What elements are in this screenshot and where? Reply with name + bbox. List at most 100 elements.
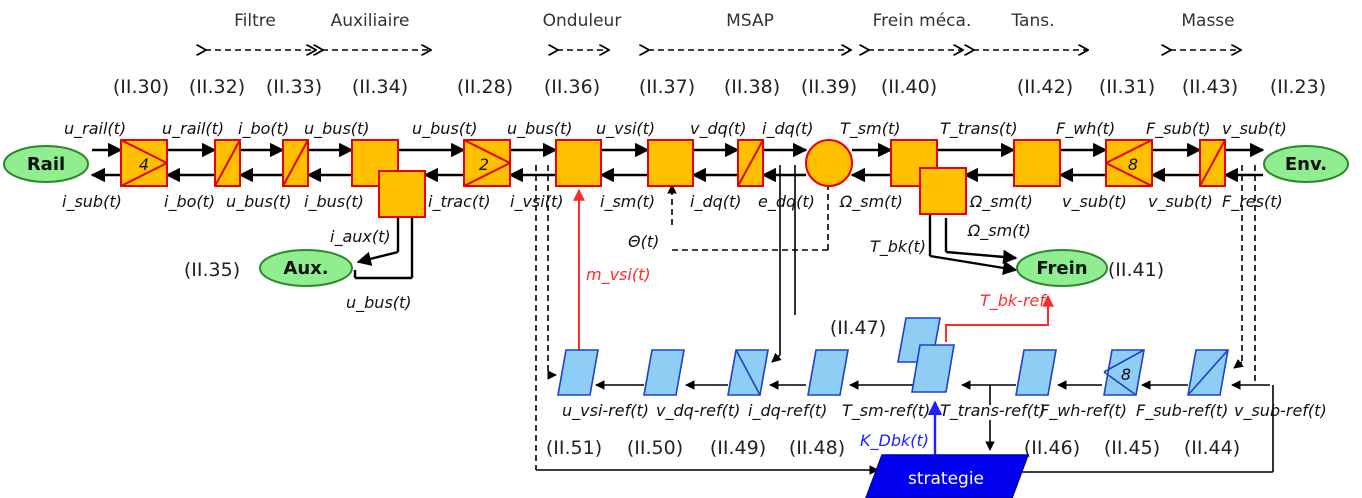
eq-ref: (II.37) xyxy=(639,76,695,98)
eq-ref: (II.36) xyxy=(544,76,600,98)
eq-ref: (II.46) xyxy=(1024,437,1080,459)
signal-label: Θ(t) xyxy=(628,232,659,251)
section-auxiliaire: Auxiliaire xyxy=(331,11,410,31)
eq-ref: (II.30) xyxy=(113,76,169,98)
eq-ref: (II.34) xyxy=(352,76,408,98)
control-block-transmission xyxy=(1015,349,1057,396)
signal-label: i_aux(t) xyxy=(330,227,391,247)
signal-label: i_dq(t) xyxy=(762,119,814,139)
eq-ref: (II.31) xyxy=(1099,76,1155,98)
rail-source xyxy=(3,145,89,183)
aux-coupling-block-b xyxy=(378,170,426,218)
signal-label: v_dq(t) xyxy=(690,119,747,139)
signal-label: u_bus(t) xyxy=(226,192,292,212)
power-chain-links xyxy=(90,142,1265,280)
eq-ref: (II.51) xyxy=(546,437,602,459)
eq-ref: (II.45) xyxy=(1104,437,1160,459)
section-trans: Tans. xyxy=(1010,11,1054,31)
control-signal-labels: m_vsi(t) T_bk-ref u_vsi-ref(t) v_dq-ref(… xyxy=(562,265,1327,451)
eq-ref: (II.42) xyxy=(1017,76,1073,98)
signal-label: T_trans(t) xyxy=(940,119,1018,139)
brake-coupling-block-b xyxy=(919,167,967,215)
strategy-block xyxy=(865,454,1030,498)
env-label: Env. xyxy=(1285,154,1327,175)
signal-label: v_sub(t) xyxy=(1148,192,1213,212)
signal-labels-bottom: i_sub(t) i_bo(t) u_bus(t) i_bus(t) i_tra… xyxy=(62,192,1283,313)
mass-gear-block xyxy=(1105,139,1153,187)
control-ratio-8: 8 xyxy=(1121,365,1131,384)
measurement-lines xyxy=(535,165,1274,477)
signal-label: u_rail(t) xyxy=(64,119,126,139)
eq-ref: (II.39) xyxy=(801,76,857,98)
signal-label: u_rail(t) xyxy=(162,119,224,139)
eq-ref: (II.47) xyxy=(830,317,886,339)
signal-label: v_sub(t) xyxy=(1222,119,1287,139)
signal-label: Ω_sm(t) xyxy=(969,192,1033,212)
eq-ref: (II.43) xyxy=(1182,76,1238,98)
signal-label: F_res(t) xyxy=(1222,192,1283,212)
signal-label: u_bus(t) xyxy=(412,119,478,139)
control-signal-label: F_wh-ref(t) xyxy=(1040,401,1127,421)
eq-ref: (II.35) xyxy=(184,259,240,281)
control-signal-label: v_dq-ref(t) xyxy=(656,401,740,421)
signal-label: i_vsi(t) xyxy=(510,192,563,212)
control-signal-label: T_trans-ref(t) xyxy=(940,401,1046,421)
eq-ref: (II.40) xyxy=(881,76,937,98)
strategy-label: strategie xyxy=(908,469,984,489)
control-signal-label: T_sm-ref(t) xyxy=(842,401,930,421)
inverter-block xyxy=(555,139,602,187)
signal-label: u_bus(t) xyxy=(346,293,412,313)
aux-source xyxy=(259,249,353,287)
signal-labels-top: u_rail(t) u_rail(t) i_bo(t) u_bus(t) u_b… xyxy=(64,119,1287,139)
signal-label: Ω_sm(t) xyxy=(839,192,903,212)
msap-electromech-circle xyxy=(805,139,853,187)
signal-label: F_wh(t) xyxy=(1056,119,1115,139)
aux-label: Aux. xyxy=(283,258,328,279)
signal-label: u_vsi(t) xyxy=(596,119,655,139)
frein-source xyxy=(1016,249,1108,287)
section-msap: MSAP xyxy=(726,11,774,31)
control-chain-links xyxy=(573,188,1270,470)
section-frein-meca: Frein méca. xyxy=(873,11,972,31)
control-block-voltage xyxy=(643,349,685,396)
equation-references-side: (II.35) (II.41) (II.47) xyxy=(184,259,1164,339)
signal-label: i_sub(t) xyxy=(62,192,122,212)
ratio-8: 8 xyxy=(1128,155,1138,174)
ratio-2: 2 xyxy=(479,155,489,174)
eq-ref: (II.23) xyxy=(1270,76,1326,98)
equation-references-top: (II.30) (II.32) (II.33) (II.34) (II.28) … xyxy=(113,76,1326,98)
control-signal-label: T_bk-ref xyxy=(980,291,1047,311)
transmission-block xyxy=(1013,139,1061,187)
control-signal-label: K_Dbk(t) xyxy=(860,431,929,451)
eq-ref: (II.49) xyxy=(710,437,766,459)
signal-label: i_bo(t) xyxy=(164,192,215,212)
eq-ref: (II.33) xyxy=(266,76,322,98)
env-source xyxy=(1263,145,1349,183)
signal-label: Ω_sm(t) xyxy=(967,221,1031,241)
control-block-torque xyxy=(807,349,849,396)
section-masse: Masse xyxy=(1181,11,1234,31)
equation-references-bottom: (II.51) (II.50) (II.49) (II.48) (II.46) … xyxy=(546,437,1240,459)
section-labels: Filtre Auxiliaire Onduleur MSAP Frein mé… xyxy=(234,11,1235,31)
control-signal-label: m_vsi(t) xyxy=(586,265,651,285)
section-filtre: Filtre xyxy=(234,11,276,31)
control-signal-label: u_vsi-ref(t) xyxy=(562,401,649,421)
eq-ref: (II.41) xyxy=(1108,259,1164,281)
power-blocks: 4 2 8 xyxy=(120,139,1226,218)
eq-ref: (II.32) xyxy=(189,76,245,98)
signal-label: i_bo(t) xyxy=(238,119,289,139)
eq-ref: (II.50) xyxy=(627,437,683,459)
sources: Rail Env. Aux. Frein xyxy=(3,145,1349,287)
ratio-4: 4 xyxy=(139,155,149,174)
control-signal-label: v_sub-ref(t) xyxy=(1234,401,1327,421)
signal-label: T_bk(t) xyxy=(870,237,926,257)
control-blocks: 8 xyxy=(557,317,1229,396)
signal-label: i_bus(t) xyxy=(304,192,364,212)
control-block-inverter xyxy=(557,349,599,396)
frein-label: Frein xyxy=(1036,258,1087,279)
eq-ref: (II.38) xyxy=(724,76,780,98)
signal-label: T_sm(t) xyxy=(840,119,900,139)
signal-label: i_sm(t) xyxy=(600,192,655,212)
control-signal-label: i_dq-ref(t) xyxy=(748,401,827,421)
